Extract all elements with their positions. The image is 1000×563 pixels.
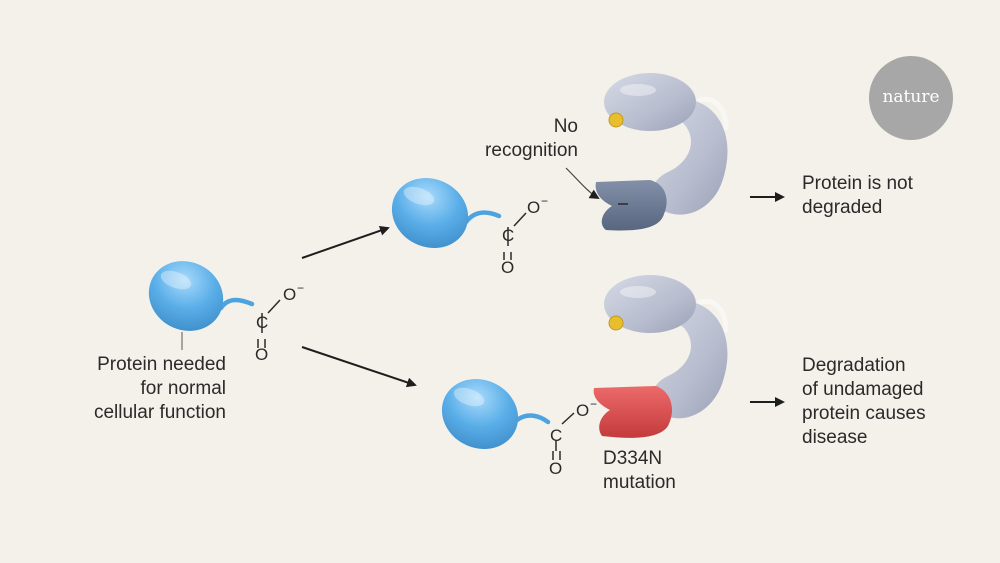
oxygen-symbol: O xyxy=(527,198,541,217)
recognition-site-normal xyxy=(595,180,667,231)
label-line: mutation xyxy=(603,472,676,493)
protein-body xyxy=(391,177,469,249)
oxygen-symbol: O xyxy=(576,401,590,420)
receptor-lower xyxy=(593,275,729,438)
nature-logo-text: nature xyxy=(882,87,940,107)
protein-lower xyxy=(441,378,575,460)
protein-tail xyxy=(218,297,255,311)
charge-symbol: − xyxy=(590,397,598,411)
oxygen-symbol: O xyxy=(255,345,269,364)
protein-tail xyxy=(463,210,502,225)
nature-logo-badge xyxy=(869,56,953,140)
label-degradation: Degradation of undamaged protein causes … xyxy=(802,354,926,450)
label-line: D334N xyxy=(603,448,663,469)
marker-dot xyxy=(608,315,624,331)
label-line: Protein is not xyxy=(802,173,913,194)
arrow-upper xyxy=(301,225,390,259)
protein-left xyxy=(148,261,281,350)
carbon-symbol: C xyxy=(550,426,563,445)
label-not-degraded: Protein is not degraded xyxy=(802,172,913,220)
protein-upper xyxy=(391,177,527,260)
protein-body xyxy=(148,261,224,331)
carbon-symbol: C xyxy=(256,313,269,332)
label-line: for normal xyxy=(140,378,226,399)
recognition-site-mutant xyxy=(593,386,672,438)
receptor-arm xyxy=(646,98,728,215)
receptor-arm xyxy=(646,300,728,419)
label-line: disease xyxy=(802,427,868,448)
receptor-upper xyxy=(565,73,729,231)
receptor-head xyxy=(604,73,696,131)
oxygen-symbol: O xyxy=(283,285,297,304)
pointer-no-recognition xyxy=(565,167,600,200)
label-line: Protein needed xyxy=(97,354,226,375)
marker-dot xyxy=(608,112,624,128)
protein-tail xyxy=(514,413,551,425)
charge-symbol: − xyxy=(297,281,305,295)
label-line: of undamaged xyxy=(802,379,924,400)
charge-symbol: − xyxy=(541,194,549,208)
receptor-head xyxy=(604,275,696,333)
protein-body xyxy=(441,378,519,450)
label-line: recognition xyxy=(485,140,578,161)
label-line: protein causes xyxy=(802,403,926,424)
label-line: Degradation xyxy=(802,355,906,376)
arrow-lower xyxy=(301,346,417,388)
label-protein-needed: Protein needed for normal cellular funct… xyxy=(40,353,226,425)
label-line: degraded xyxy=(802,197,883,218)
label-mutation: D334N mutation xyxy=(603,447,676,495)
label-line: No xyxy=(553,116,578,137)
label-no-recognition: No recognition xyxy=(440,115,578,163)
label-line: cellular function xyxy=(93,402,226,423)
oxygen-symbol: O xyxy=(501,258,515,277)
oxygen-symbol: O xyxy=(549,459,563,478)
carbon-symbol: C xyxy=(502,226,515,245)
